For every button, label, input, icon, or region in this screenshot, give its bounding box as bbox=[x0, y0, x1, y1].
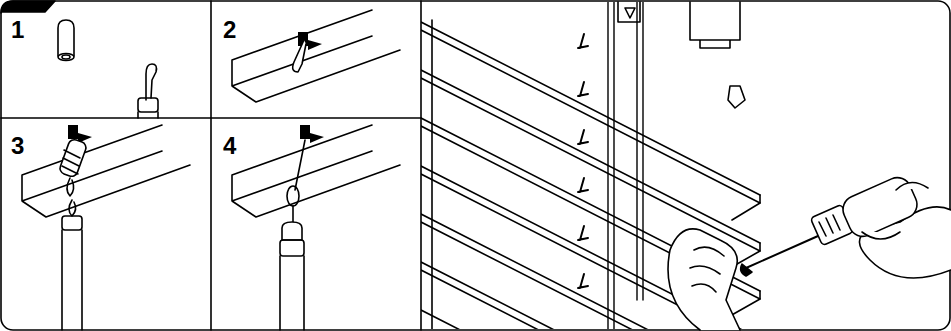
slot-marks bbox=[578, 34, 588, 288]
headrail bbox=[618, 2, 745, 108]
slat bbox=[22, 125, 190, 330]
panel-divider bbox=[210, 1, 212, 330]
blind-slats bbox=[421, 2, 760, 329]
wand-cap bbox=[58, 20, 74, 61]
step-number: 2 bbox=[223, 18, 236, 42]
header-tab bbox=[1, 1, 55, 13]
tilt-wand bbox=[138, 64, 158, 118]
slat bbox=[232, 125, 400, 330]
slat bbox=[232, 10, 400, 102]
panel-divider bbox=[1, 117, 421, 119]
hand-holding-screwdriver bbox=[741, 173, 951, 278]
hand-holding-wand bbox=[668, 229, 740, 330]
step-number: 3 bbox=[11, 134, 24, 158]
step-number: 4 bbox=[223, 134, 236, 158]
step-number: 1 bbox=[11, 18, 24, 42]
